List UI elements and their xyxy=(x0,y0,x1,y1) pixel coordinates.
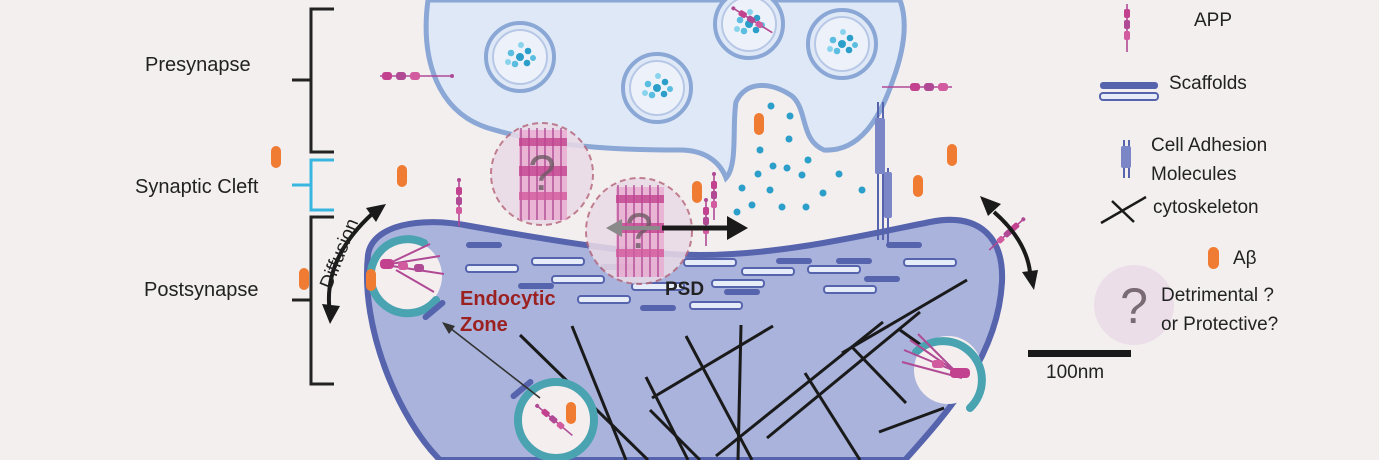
legend-cytoskeleton: cytoskeleton xyxy=(1153,197,1259,218)
presynapse-bracket xyxy=(292,7,334,154)
right-diffusion-arrow xyxy=(980,196,1038,290)
scale-bar xyxy=(1028,350,1131,357)
lateral-diffusion-arrow xyxy=(606,216,748,240)
scaffolds-legend-icon xyxy=(1099,82,1159,101)
legend-app: APP xyxy=(1194,10,1233,31)
synaptic-vesicle xyxy=(713,0,785,60)
question-legend-icon: ? xyxy=(1094,265,1174,345)
psd-label: PSD xyxy=(665,279,705,300)
legend-question-line2: or Protective? xyxy=(1161,314,1279,335)
app-molecule xyxy=(710,171,718,221)
legend-scaffolds: Scaffolds xyxy=(1169,73,1247,94)
postsynapse-label: Postsynapse xyxy=(144,279,259,301)
diffusion-arrow xyxy=(322,204,386,324)
synaptic-vesicle xyxy=(484,21,556,93)
legend-cam: Cell Adhesion Molecules xyxy=(1151,131,1267,189)
clathrin-scaffold xyxy=(422,299,446,321)
synaptic-cleft-bracket xyxy=(292,158,334,212)
app-cluster-question: ? xyxy=(490,122,594,226)
endosome-vesicle xyxy=(510,378,598,460)
scale-bar-label: 100nm xyxy=(1046,362,1105,383)
app-molecule xyxy=(455,177,463,227)
endocytic-zone-line1: Endocytic xyxy=(460,288,556,310)
app-molecule xyxy=(882,83,952,91)
app-legend-icon xyxy=(1124,4,1130,52)
svg-text:?: ? xyxy=(625,203,653,259)
synaptic-vesicle xyxy=(806,8,878,80)
legend-abeta: Aβ xyxy=(1233,248,1257,269)
endocytic-zone-label: Endocytic Zone xyxy=(460,286,556,338)
legend-question-line1: Detrimental ? xyxy=(1161,285,1274,306)
legend-cam-line1: Cell Adhesion xyxy=(1151,135,1268,156)
diffusion-label: Diffusion xyxy=(316,216,363,292)
cytoskeleton-legend-icon xyxy=(1100,195,1147,225)
legend-cam-line2: Molecules xyxy=(1151,164,1237,185)
app-molecule xyxy=(380,72,454,80)
endocytic-pit-left xyxy=(299,235,445,318)
app-cluster-question: ? xyxy=(585,177,693,285)
svg-text:?: ? xyxy=(528,145,556,201)
app-molecule xyxy=(702,197,710,247)
presynapse-label: Presynapse xyxy=(145,54,251,76)
cell-adhesion-molecule xyxy=(875,102,892,244)
cam-legend-icon xyxy=(1121,140,1131,178)
legend-question: Detrimental ? or Protective? xyxy=(1161,281,1278,339)
endocytic-pit-right xyxy=(901,333,986,412)
endocytic-zone-line2: Zone xyxy=(460,314,508,336)
svg-text:?: ? xyxy=(1120,278,1148,334)
synaptic-cleft-label: Synaptic Cleft xyxy=(135,176,259,198)
abeta-legend-icon xyxy=(1208,247,1219,269)
endocytosis-arrow xyxy=(442,322,541,399)
postsynapse-bracket xyxy=(292,215,334,386)
psd-scaffolds xyxy=(465,242,957,311)
synaptic-vesicle xyxy=(621,52,693,124)
neurotransmitter-dots xyxy=(733,102,866,216)
